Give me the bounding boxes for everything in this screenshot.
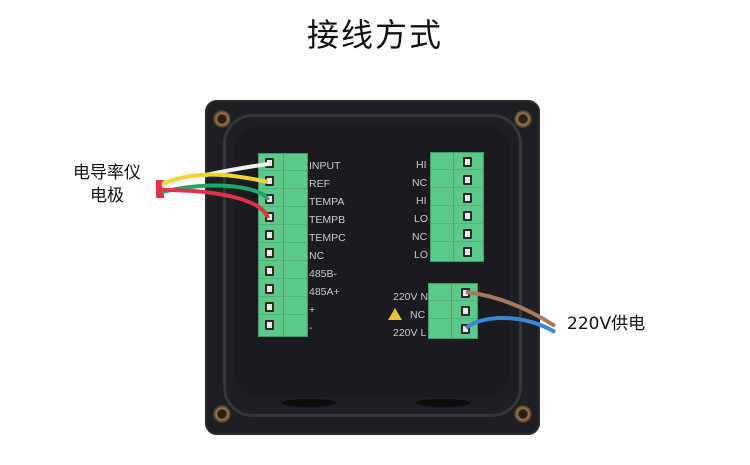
cable-slot	[281, 399, 337, 407]
pin-label-plus: +	[309, 304, 316, 316]
pin-label-tempa: TEMPA	[309, 196, 345, 208]
power-supply-label: 220V供电	[567, 314, 646, 334]
relay-terminal-block	[430, 152, 484, 262]
pin-label-nc-2: NC	[412, 231, 428, 243]
pin-label-ref: REF	[309, 178, 330, 190]
pin-label-220v-l: 220V L	[393, 327, 427, 339]
pin-label-power-nc: NC	[410, 309, 426, 321]
pin-label-nc-1: NC	[412, 177, 428, 189]
screw-icon	[213, 110, 231, 128]
screw-icon	[514, 405, 532, 423]
power-terminal-block	[428, 283, 478, 339]
pin-label-hi-2: HI	[416, 195, 427, 207]
electrode-label-line2: 电极	[90, 186, 124, 206]
electrode-connector-icon	[156, 180, 164, 198]
pin-label-485b: 485B-	[309, 268, 338, 280]
screw-icon	[213, 405, 231, 423]
pin-label-nc: NC	[309, 250, 325, 262]
warning-triangle-icon	[388, 308, 402, 320]
page-title: 接线方式	[306, 16, 443, 54]
electrode-label-line1: 电导率仪	[73, 163, 141, 183]
pin-label-minus: -	[309, 322, 313, 334]
screw-icon	[514, 110, 532, 128]
pin-label-tempb: TEMPB	[309, 214, 346, 226]
electrode-label: 电导率仪 电极	[62, 162, 152, 208]
pin-label-hi-1: HI	[416, 159, 427, 171]
pin-label-tempc: TEMPC	[309, 232, 346, 244]
pin-label-input: INPUT	[309, 160, 341, 172]
pin-label-lo-1: LO	[414, 213, 429, 225]
controller-enclosure	[205, 100, 540, 435]
pin-label-485a: 485A+	[309, 286, 340, 298]
sensor-terminal-block	[258, 153, 308, 337]
enclosure-rim	[223, 114, 522, 417]
pin-label-lo-2: LO	[414, 249, 429, 261]
cable-slot	[415, 399, 471, 407]
pin-label-220v-n: 220V N	[393, 291, 429, 303]
